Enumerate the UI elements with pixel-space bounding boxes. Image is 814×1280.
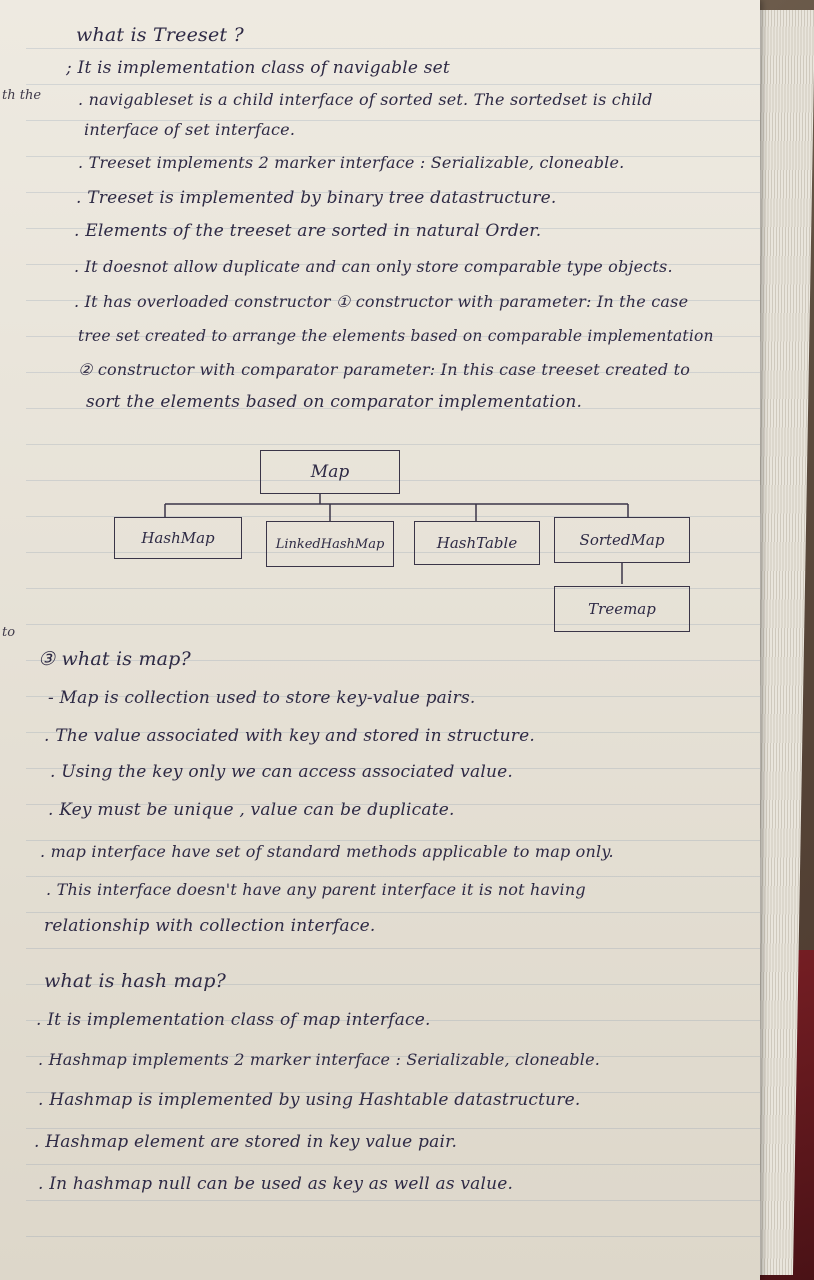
ruled-line	[26, 876, 760, 877]
ruled-line	[26, 1200, 760, 1201]
notebook-page: th the to what is Treeset ? ; It is impl…	[0, 0, 760, 1280]
treeset-line-7: . It doesnot allow duplicate and can onl…	[74, 257, 673, 276]
treeset-line-4: . Treeset implements 2 marker interface …	[78, 153, 625, 172]
margin-note-1: th the	[2, 88, 42, 103]
ruled-line	[26, 948, 760, 949]
ruled-line	[26, 192, 760, 193]
map-line-5: . map interface have set of standard met…	[40, 842, 614, 861]
treeset-line-10: ② constructor with comparator parameter:…	[78, 360, 691, 379]
ruled-line	[26, 696, 760, 697]
ruled-line	[26, 768, 760, 769]
treeset-line-11: sort the elements based on comparator im…	[86, 392, 583, 412]
ruled-line	[26, 588, 760, 589]
map-line-1: - Map is collection used to store key-va…	[48, 688, 476, 708]
map-line-7: relationship with collection interface.	[44, 916, 376, 936]
ruled-line	[26, 516, 760, 517]
margin-note-2: to	[2, 625, 16, 640]
ruled-line	[26, 912, 760, 913]
treeset-line-1: ; It is implementation class of navigabl…	[66, 58, 450, 78]
map-line-2: . The value associated with key and stor…	[44, 726, 535, 746]
hashmap-line-1: . It is implementation class of map inte…	[36, 1010, 431, 1030]
ruled-line	[26, 804, 760, 805]
hashmap-line-2: . Hashmap implements 2 marker interface …	[38, 1050, 601, 1069]
treeset-line-8: . It has overloaded constructor ① constr…	[74, 292, 689, 311]
hashmap-line-3: . Hashmap is implemented by using Hashta…	[38, 1090, 581, 1110]
diagram-node-hashmap: HashMap	[114, 517, 242, 559]
ruled-line	[26, 156, 760, 157]
diagram-node-map: Map	[260, 450, 400, 494]
ruled-line	[26, 1056, 760, 1057]
ruled-line	[26, 732, 760, 733]
diagram-node-sortedmap: SortedMap	[554, 517, 690, 563]
ruled-line	[26, 840, 760, 841]
ruled-line	[26, 660, 760, 661]
map-title: ③ what is map?	[38, 648, 191, 670]
treeset-title: what is Treeset ?	[76, 24, 244, 46]
ruled-line	[26, 84, 760, 85]
diagram-node-hashtable: HashTable	[414, 521, 540, 565]
map-line-3: . Using the key only we can access assoc…	[50, 762, 513, 782]
diagram-node-linkedhashmap: LinkedHashMap	[266, 521, 394, 567]
ruled-line	[26, 372, 760, 373]
treeset-line-5: . Treeset is implemented by binary tree …	[76, 188, 557, 208]
ruled-line	[26, 264, 760, 265]
ruled-line	[26, 1236, 760, 1237]
ruled-line	[26, 984, 760, 985]
hashmap-title: what is hash map?	[44, 970, 227, 992]
treeset-line-9: tree set created to arrange the elements…	[78, 327, 714, 345]
treeset-line-6: . Elements of the treeset are sorted in …	[74, 221, 542, 241]
ruled-line	[26, 1092, 760, 1093]
ruled-line	[26, 444, 760, 445]
ruled-line	[26, 48, 760, 49]
diagram-connectors	[164, 494, 629, 584]
ruled-line	[26, 336, 760, 337]
ruled-line	[26, 228, 760, 229]
ruled-line	[26, 1164, 760, 1165]
map-line-4: . Key must be unique , value can be dupl…	[48, 800, 455, 820]
diagram-node-treemap: Treemap	[554, 586, 690, 632]
map-line-6: . This interface doesn't have any parent…	[46, 880, 586, 899]
treeset-line-2: . navigableset is a child interface of s…	[78, 90, 653, 109]
ruled-line	[26, 408, 760, 409]
treeset-line-3: interface of set interface.	[84, 120, 296, 139]
ruled-line	[26, 1020, 760, 1021]
ruled-line	[26, 120, 760, 121]
hashmap-line-4: . Hashmap element are stored in key valu…	[34, 1132, 458, 1152]
ruled-line	[26, 480, 760, 481]
ruled-line	[26, 300, 760, 301]
ruled-line	[26, 624, 760, 625]
ruled-line	[26, 1128, 760, 1129]
hashmap-line-5: . In hashmap null can be used as key as …	[38, 1174, 514, 1194]
